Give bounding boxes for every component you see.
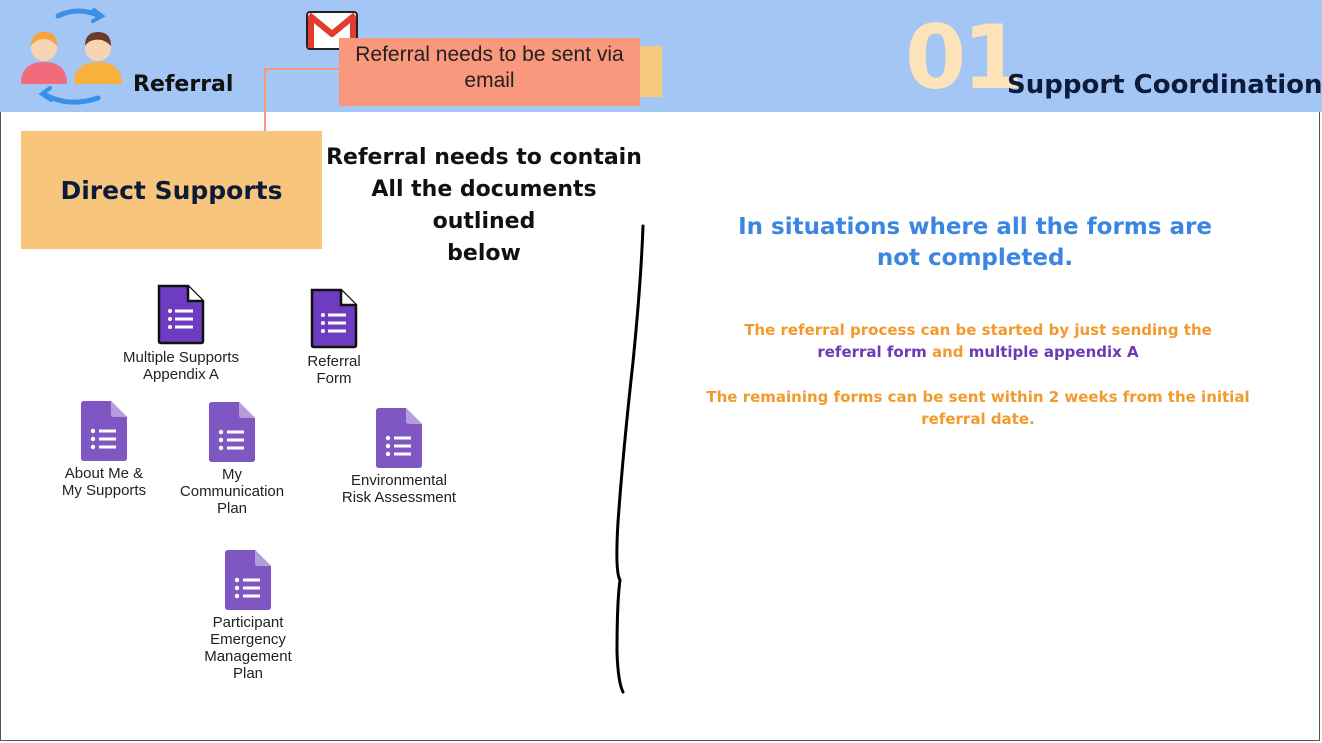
doc-label: Communication [179,483,285,500]
referral-form-highlight: referral form [817,343,927,361]
direct-supports-label: Direct Supports [60,175,283,205]
google-forms-icon [81,401,127,461]
google-forms-icon [376,408,422,468]
doc-my-communication-plan[interactable]: My Communication Plan [172,402,292,517]
doc-referral-form[interactable]: Referral Form [284,287,384,387]
contain-note-line: Referral needs to contain [326,145,642,170]
section-number: 01 [905,6,1023,109]
situation-paragraph-2: The remaining forms can be sent within 2… [690,386,1266,430]
contain-note: Referral needs to contain All the docume… [318,142,650,270]
contain-note-line: All the documents outlined [371,177,597,234]
email-callout: Referral needs to be sent via email [339,38,640,106]
situation-paragraph-1: The referral process can be started by j… [700,319,1256,363]
doc-environmental-risk-assessment[interactable]: Environmental Risk Assessment [334,408,464,506]
referral-people-icon [21,8,122,105]
google-forms-icon [209,402,255,462]
referral-label: Referral [133,72,234,97]
direct-supports-box: Direct Supports [21,131,322,249]
doc-label: Management [204,648,292,665]
doc-label: Plan [232,665,264,682]
doc-label: Plan [216,500,248,517]
paragraph-line: The referral process can be started by j… [744,321,1212,339]
paragraph-line: referral date. [921,410,1035,428]
situation-heading-line: not completed. [876,245,1074,271]
form-document-icon [157,284,205,345]
situation-heading-line: In situations where all the forms are [738,214,1212,240]
divider-line [615,224,645,694]
doc-participant-emergency-management-plan[interactable]: Participant Emergency Management Plan [193,550,303,682]
email-callout-text: Referral needs to be sent via email [355,43,624,92]
doc-about-me-my-supports[interactable]: About Me & My Supports [50,401,158,499]
section-title: Support Coordination [1007,70,1322,100]
form-document-icon [310,288,358,349]
doc-label: Environmental [351,472,447,489]
connector-line [264,68,266,132]
doc-multiple-supports-appendix-a[interactable]: Multiple Supports Appendix A [106,283,256,383]
doc-label: Form [316,370,352,387]
doc-label: My [222,466,242,483]
email-callout-tab [640,46,662,97]
situation-heading: In situations where all the forms are no… [730,212,1220,274]
doc-label: Risk Assessment [341,489,457,506]
doc-label: Participant [212,614,284,631]
paragraph-line: The remaining forms can be sent within 2… [706,388,1250,406]
contain-note-line: below [447,241,521,266]
and-text: and [932,343,964,361]
doc-label: Appendix A [143,366,219,383]
appendix-highlight: multiple appendix A [968,343,1139,361]
doc-label: Emergency [210,631,286,648]
doc-label: Referral [307,353,361,370]
doc-label: About Me & [64,465,144,482]
paragraph-line: referral form and multiple appendix A [700,341,1256,363]
doc-label: My Supports [61,482,147,499]
doc-label: Multiple Supports [123,349,239,366]
google-forms-icon [225,550,271,610]
connector-line [264,68,340,70]
